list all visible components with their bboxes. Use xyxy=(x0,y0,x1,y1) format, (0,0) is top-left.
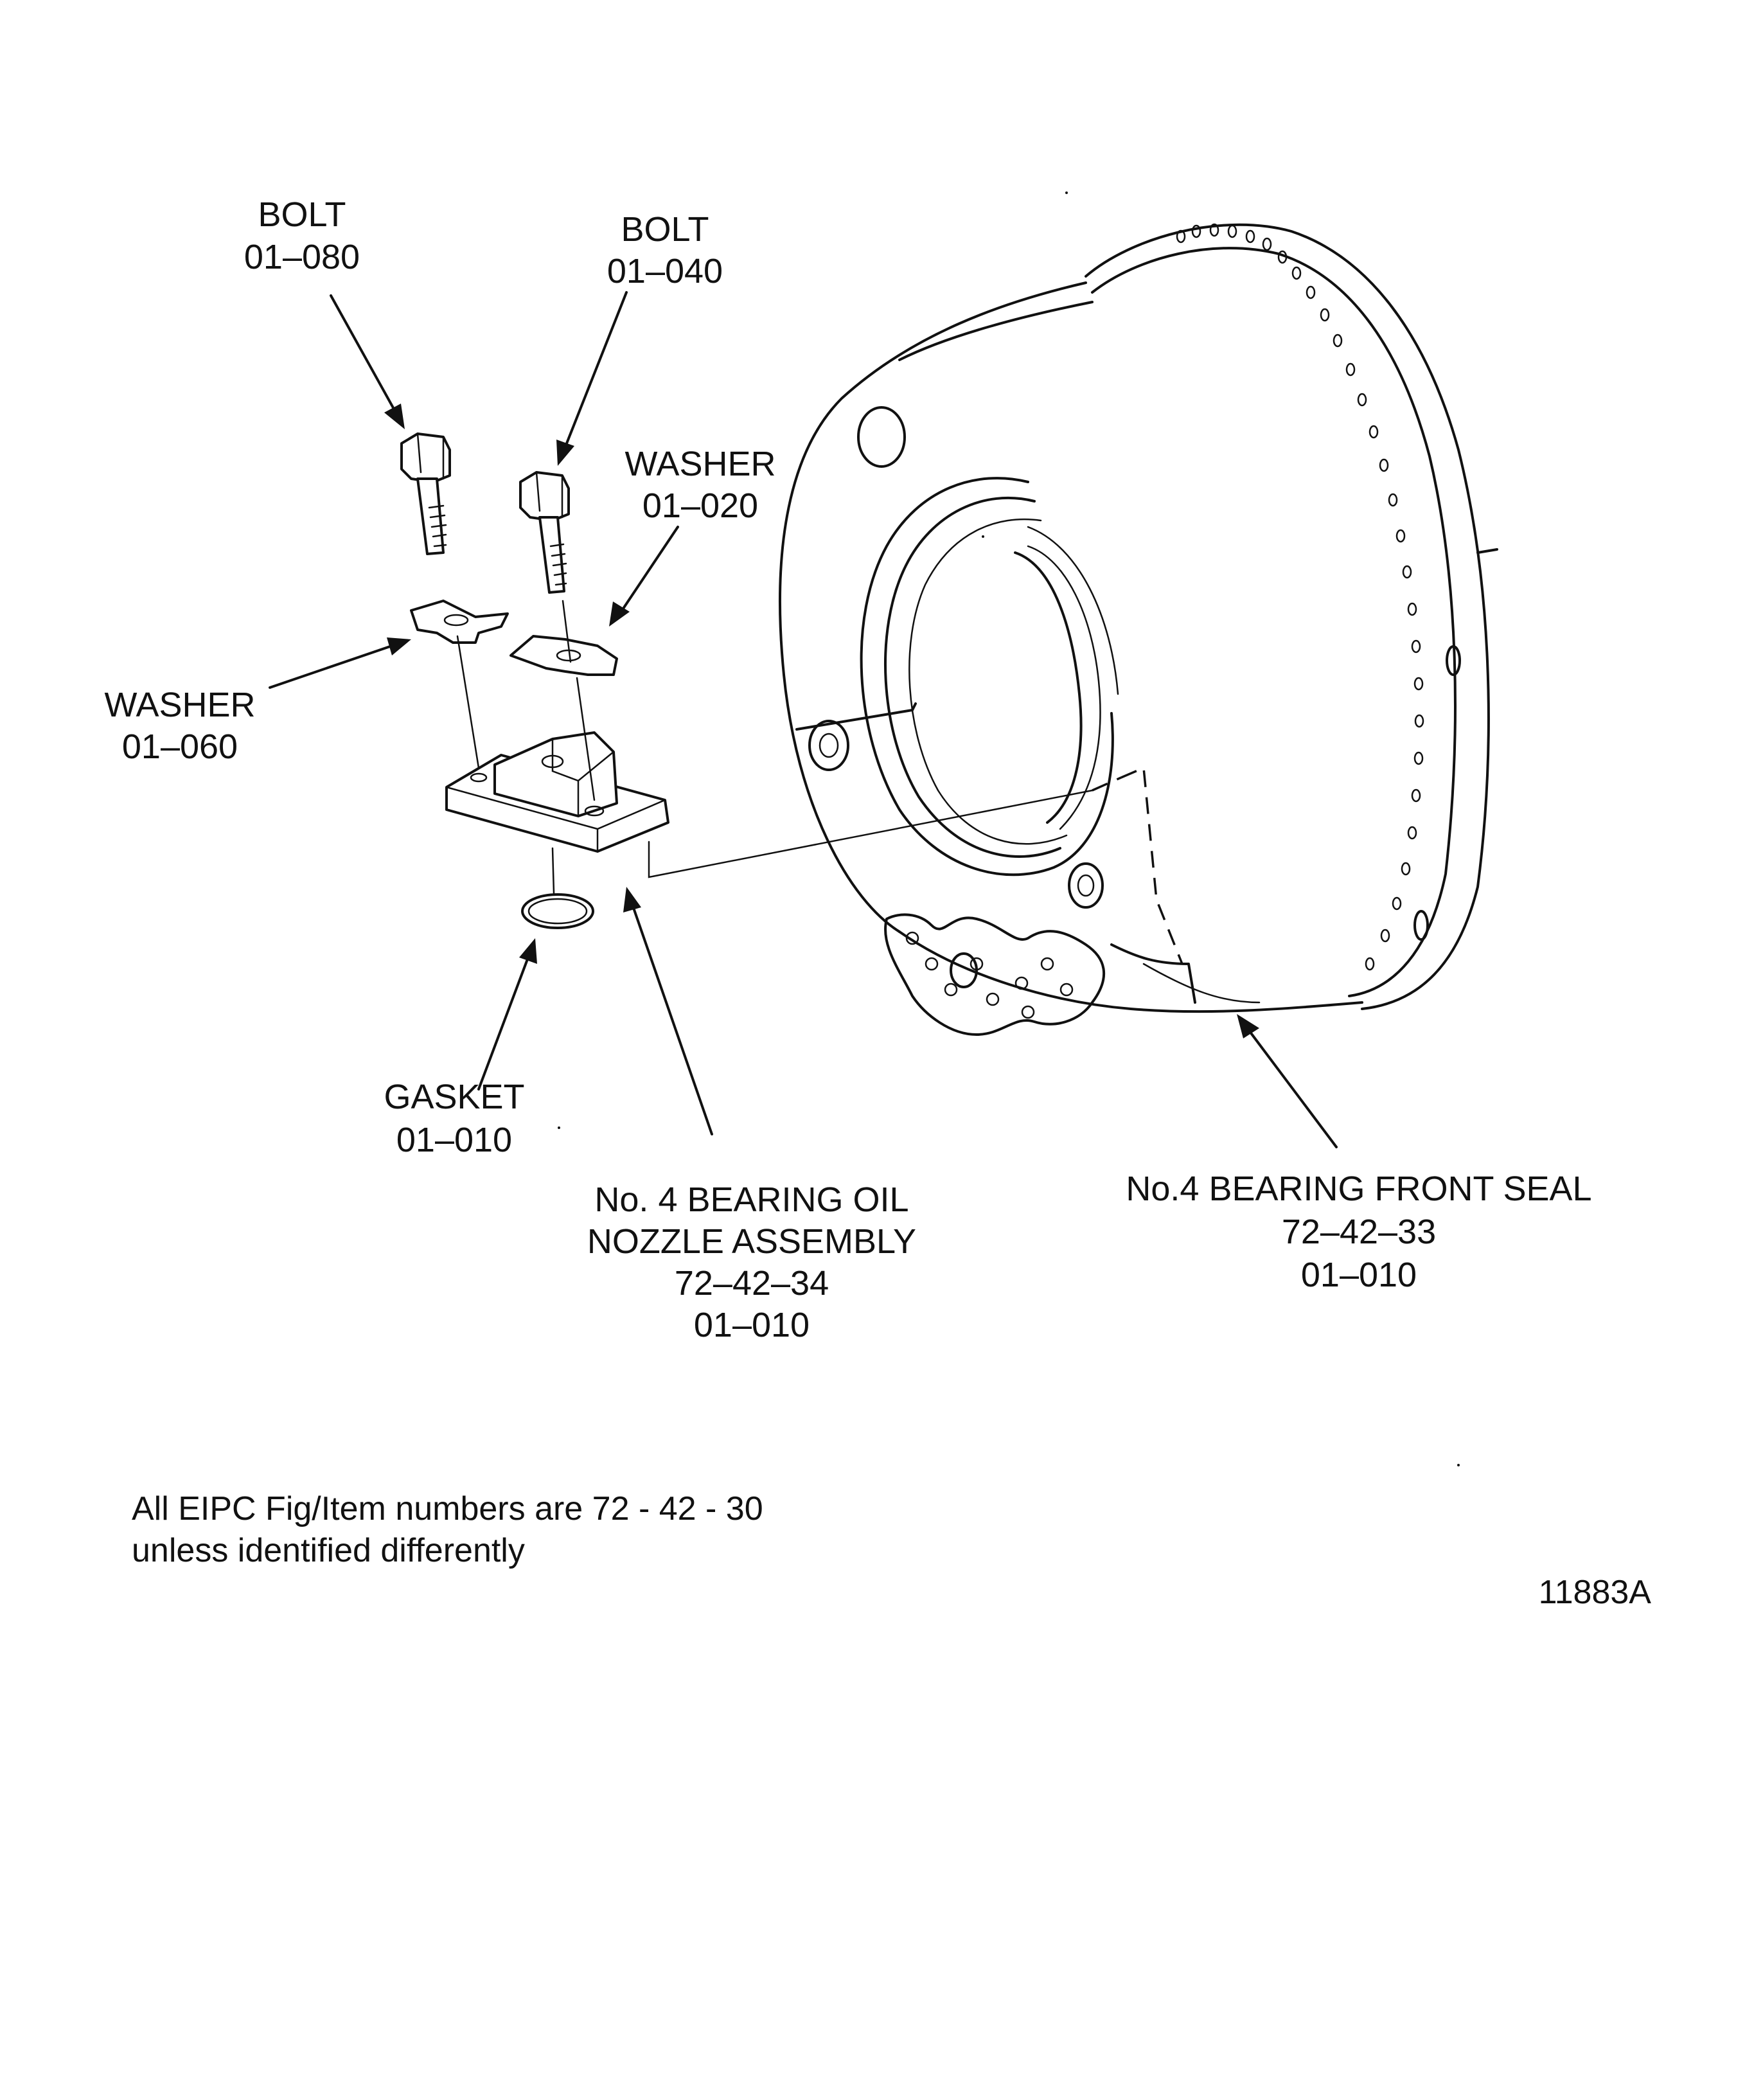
leader-washer-060 xyxy=(269,637,411,689)
bolt-080-name: BOLT xyxy=(258,195,346,234)
nozzle-code: 01–010 xyxy=(694,1306,810,1344)
front-seal-housing xyxy=(779,223,1498,1036)
seal-line1: No.4 BEARING FRONT SEAL xyxy=(1126,1170,1591,1208)
callout-washer-020: WASHER 01–020 xyxy=(625,445,775,525)
assembly-lines xyxy=(456,600,1094,894)
washer-020-code: 01–020 xyxy=(642,486,758,525)
callout-nozzle-assembly: No. 4 BEARING OIL NOZZLE ASSEMBLY 72–42–… xyxy=(587,1180,916,1344)
leader-lines xyxy=(269,291,1338,1148)
leader-seal xyxy=(1237,1014,1338,1148)
nozzle-line2: NOZZLE ASSEMBLY xyxy=(587,1222,916,1261)
callout-bolt-040: BOLT 01–040 xyxy=(607,210,723,290)
bolt-01-040-part xyxy=(519,471,570,594)
bolt-01-080-part xyxy=(400,432,451,555)
callout-front-seal: No.4 BEARING FRONT SEAL 72–42–33 01–010 xyxy=(1126,1170,1591,1294)
figure-id: 11883A xyxy=(1539,1574,1652,1611)
eipc-note-line1: All EIPC Fig/Item numbers are 72 - 42 - … xyxy=(132,1490,763,1527)
washer-01-020-part xyxy=(509,635,618,676)
flange-bolt-holes xyxy=(1176,223,1461,971)
leader-bolt-040 xyxy=(556,291,628,466)
gasket-part xyxy=(521,893,594,929)
bolt-080-code: 01–080 xyxy=(244,238,360,276)
gasket-code: 01–010 xyxy=(396,1121,512,1159)
bolt-040-code: 01–040 xyxy=(607,252,723,290)
washer-01-060-part xyxy=(410,600,509,644)
eipc-note: All EIPC Fig/Item numbers are 72 - 42 - … xyxy=(132,1490,763,1569)
callout-gasket: GASKET 01–010 xyxy=(384,1078,524,1159)
leader-bolt-080 xyxy=(330,294,405,429)
nozzle-line1: No. 4 BEARING OIL xyxy=(594,1180,908,1219)
callout-washer-060: WASHER 01–060 xyxy=(104,686,255,766)
nozzle-fig: 72–42–34 xyxy=(675,1264,829,1303)
nozzle-assembly-part xyxy=(445,731,669,853)
washer-060-code: 01–060 xyxy=(122,727,238,766)
washer-060-name: WASHER xyxy=(104,686,255,724)
leader-gasket xyxy=(477,938,537,1090)
seal-code: 01–010 xyxy=(1301,1256,1417,1294)
leader-washer-020 xyxy=(609,526,679,627)
callout-bolt-080: BOLT 01–080 xyxy=(244,195,360,276)
eipc-note-line2: unless identified differently xyxy=(132,1532,525,1569)
gasket-name: GASKET xyxy=(384,1078,524,1116)
bolt-040-name: BOLT xyxy=(621,210,709,249)
washer-020-name: WASHER xyxy=(625,445,775,483)
seal-fig: 72–42–33 xyxy=(1282,1213,1436,1251)
leader-nozzle xyxy=(623,887,713,1135)
